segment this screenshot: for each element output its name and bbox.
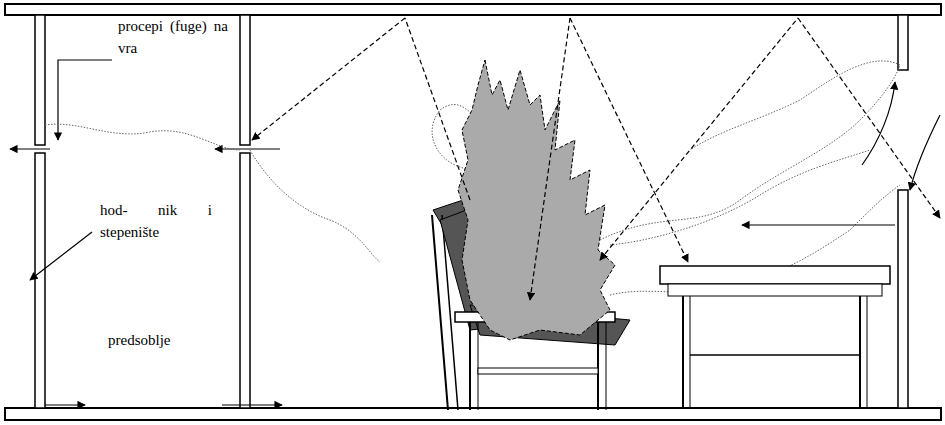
walls: [35, 15, 908, 408]
draft-arrows: [10, 149, 282, 405]
flow-arrows: [742, 82, 940, 225]
corridor-label: hod- nik i stepenište: [100, 200, 212, 244]
gap-label: procepi (fuge) na vra: [118, 16, 228, 60]
heat-radiation: [252, 18, 940, 300]
hall-label: predsoblje: [108, 330, 218, 352]
leader-arrows: [30, 60, 112, 280]
floor: [5, 408, 941, 420]
table: [660, 266, 890, 408]
flame: [458, 60, 615, 340]
ceiling: [5, 4, 941, 15]
